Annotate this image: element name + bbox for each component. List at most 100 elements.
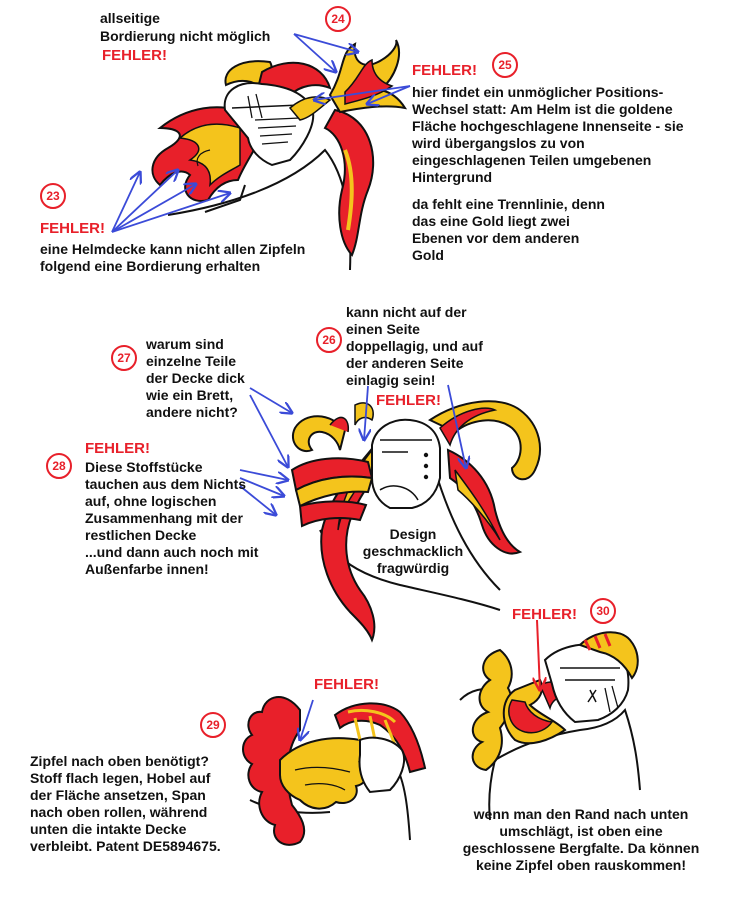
fehler-label-24: FEHLER! — [102, 47, 167, 64]
rand-text: wenn man den Rand nach unten umschlägt, … — [436, 806, 726, 874]
text-line: wird übergangslos zu von — [412, 135, 585, 151]
helmdecke-text: eine Helmdecke kann nicht allen Zipfeln … — [40, 241, 305, 275]
zipfel-text: Zipfel nach oben benötigt? Stoff flach l… — [30, 753, 221, 855]
callout-number-26: 26 — [316, 327, 342, 353]
fehler-label-23: FEHLER! — [40, 220, 105, 237]
arrow-27b — [249, 394, 288, 467]
text-line: ...und dann auch noch mit — [85, 544, 259, 560]
callout-number-23: 23 — [40, 183, 66, 209]
text-line: keine Zipfel oben rauskommen! — [475, 857, 687, 873]
arrow-26a — [364, 385, 368, 440]
text-line: verbleibt. Patent DE5894675. — [30, 838, 221, 854]
text-line: kann nicht auf der — [346, 304, 467, 320]
callout-number-27: 27 — [111, 345, 137, 371]
helmet-illustration-2 — [290, 400, 541, 643]
mantling-red-3 — [242, 696, 306, 846]
arrow-24b — [293, 33, 336, 72]
text-line: wenn man den Rand nach unten — [473, 806, 689, 822]
callout-number-24: 24 — [325, 6, 351, 32]
text-line: einzelne Teile — [146, 353, 236, 369]
text-line: auf, ohne logischen — [85, 493, 217, 509]
text-line: fragwürdig — [376, 560, 450, 576]
text-line: geschlossene Bergfalte. Da können — [462, 840, 700, 856]
callout-number-28: 28 — [46, 453, 72, 479]
arrow-23b — [111, 170, 178, 233]
text-line: einlagig sein! — [346, 372, 436, 388]
arrow-23d — [111, 193, 230, 233]
arrow-25a — [314, 85, 411, 100]
annotation-arrows — [111, 33, 466, 740]
text-line: Hintergrund — [412, 169, 493, 185]
text-line: folgend eine Bordierung erhalten — [40, 258, 261, 274]
fehler-label-28: FEHLER! — [85, 440, 150, 457]
text-line: doppellagig, und auf — [346, 338, 483, 354]
text-line: Fläche hochgeschlagene Innenseite - sie — [412, 118, 684, 134]
arrow-23c — [111, 184, 196, 233]
text-line: eine Helmdecke kann nicht allen Zipfeln — [40, 241, 306, 257]
mantling-flames-4 — [471, 648, 513, 772]
text-line: der Decke dick — [146, 370, 245, 386]
text-line: warum sind — [146, 336, 224, 352]
text-line: Stoff flach legen, Hobel auf — [30, 770, 211, 786]
text-line: tauchen aus dem Nichts — [85, 476, 247, 492]
helmet-2 — [371, 418, 441, 509]
arrow-23a — [111, 172, 140, 233]
text-line: Ebenen vor dem anderen — [412, 230, 580, 246]
crest-roll-4 — [578, 631, 639, 680]
text-line: einen Seite — [346, 321, 420, 337]
helmet-illustration-4 — [459, 631, 641, 821]
text-line: Wechsel statt: Am Helm ist die goldene — [412, 101, 673, 117]
arrow-28b — [239, 477, 284, 496]
text-line: Gold — [412, 247, 444, 263]
text-line: hier findet ein unmöglicher Positions- — [412, 84, 664, 100]
text-line: der Fläche ansetzen, Span — [30, 787, 206, 803]
text-line: wie ein Brett, — [146, 387, 234, 403]
text-line: eingeschlagenen Teilen umgebenen — [412, 152, 652, 168]
arrow-30 — [537, 619, 540, 690]
helmet-illustration-3 — [242, 696, 427, 846]
bordierung-label-line1: allseitige — [100, 10, 160, 26]
brett-text: warum sind einzelne Teile der Decke dick… — [146, 336, 245, 421]
callout-number-25: 25 — [492, 52, 518, 78]
text-line: Design — [389, 526, 437, 542]
shield-outline-1 — [204, 184, 246, 213]
arrow-29 — [300, 699, 314, 740]
mantling-red-inner-4 — [508, 699, 554, 734]
stoff-text: Diese Stoffstücke tauchen aus dem Nichts… — [85, 459, 258, 578]
mantling-roll-3 — [333, 702, 427, 774]
arrow-27a — [249, 387, 292, 413]
text-line: andere nicht? — [146, 404, 238, 420]
arrow-26b — [447, 384, 466, 468]
helmet-3 — [358, 736, 406, 794]
arrow-25b — [367, 85, 411, 104]
fehler-label-26: FEHLER! — [376, 392, 441, 409]
text-line: der anderen Seite — [346, 355, 464, 371]
arrow-28a — [239, 469, 288, 480]
fehler-label-25: FEHLER! — [412, 62, 477, 79]
text-line: geschmacklich — [362, 543, 464, 559]
text-line: da fehlt eine Trennlinie, denn — [412, 196, 605, 212]
text-line: Außenfarbe innen! — [85, 561, 209, 577]
text-line: umschlägt, ist oben eine — [499, 823, 663, 839]
callout-number-30: 30 — [590, 598, 616, 624]
mantling-drape-red-1 — [323, 108, 375, 257]
bordierung-label-line2: Bordierung nicht möglich — [100, 28, 271, 44]
text-line: restlichen Decke — [85, 527, 197, 543]
helmet-illustration-1 — [151, 39, 408, 271]
text-line: nach oben rollen, während — [30, 804, 208, 820]
text-line: Zusammenhang mit der — [85, 510, 243, 526]
callout-number-29: 29 — [200, 712, 226, 738]
design-text: Design geschmacklich fragwürdig — [360, 526, 466, 577]
text-line: unten die intakte Decke — [30, 821, 187, 837]
arrow-28c — [239, 485, 276, 515]
text-line: Diese Stoffstücke — [85, 459, 203, 475]
fehler-label-29: FEHLER! — [314, 676, 379, 693]
arrow-24a — [293, 33, 358, 52]
text-line: das eine Gold liegt zwei — [412, 213, 570, 229]
trennlinie-text: da fehlt eine Trennlinie, denn das eine … — [412, 196, 605, 264]
position-wechsel-text: hier findet ein unmöglicher Positions- W… — [412, 84, 684, 186]
mantling-gold-3 — [279, 737, 370, 810]
text-line: Zipfel nach oben benötigt? — [30, 753, 209, 769]
doppellagig-text: kann nicht auf der einen Seite doppellag… — [346, 304, 483, 389]
